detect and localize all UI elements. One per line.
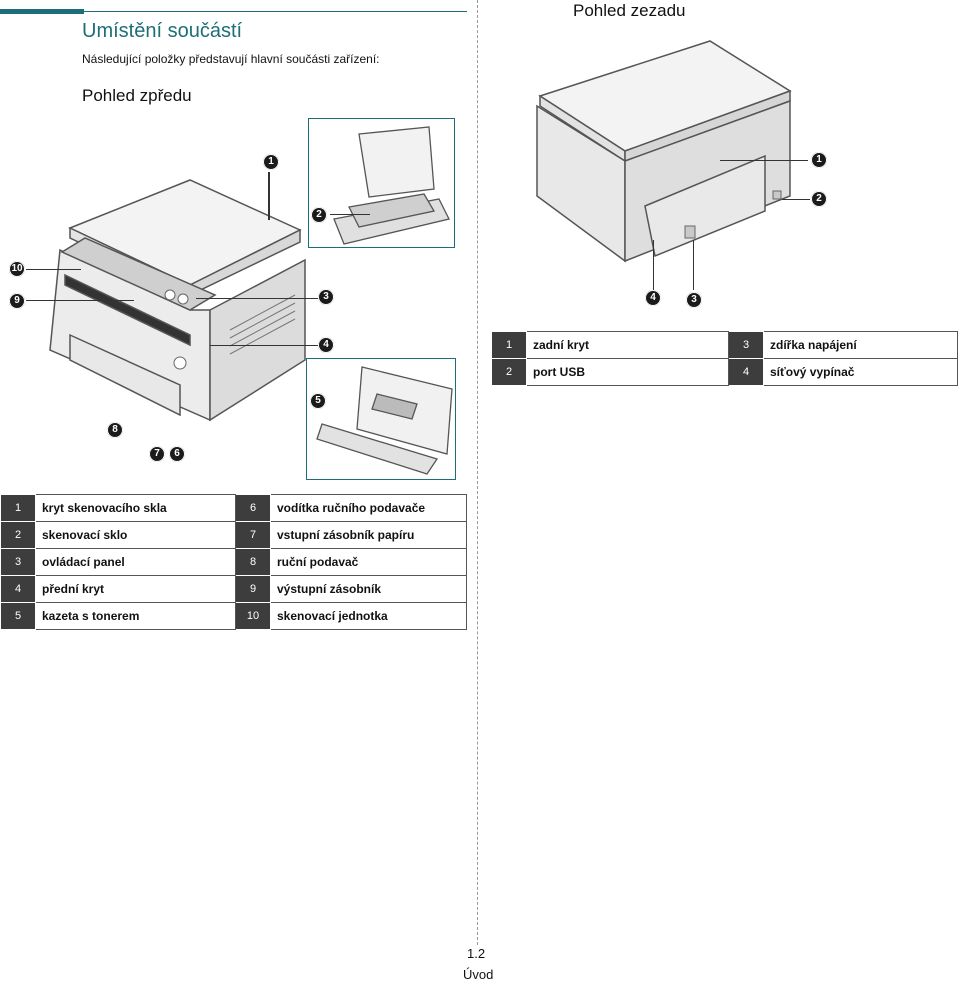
legend-number: 1 — [0, 494, 36, 522]
legend-number: 3 — [0, 548, 36, 576]
front-printer-illustration — [49, 179, 306, 422]
table-row: 1 zadní kryt 3 zdířka napájení — [491, 331, 958, 359]
legend-label: vstupní zásobník papíru — [270, 521, 467, 549]
callout-line — [653, 240, 654, 290]
inset-toner-cartridge — [306, 358, 456, 480]
rear-printer-illustration — [536, 40, 792, 263]
table-row: 3 ovládací panel 8 ruční podavač — [0, 548, 467, 576]
rear-legend-table: 1 zadní kryt 3 zdířka napájení 2 port US… — [491, 331, 958, 386]
intro-text: Následující položky představují hlavní s… — [82, 52, 380, 66]
marker-badge: 1 — [263, 154, 279, 170]
inset-scanner-glass — [308, 118, 455, 248]
table-row: 2 skenovací sklo 7 vstupní zásobník papí… — [0, 521, 467, 549]
rear-view-heading: Pohled zezadu — [573, 1, 686, 20]
marker-badge: 3 — [318, 289, 334, 305]
legend-number: 10 — [235, 602, 271, 630]
legend-label: ruční podavač — [270, 548, 467, 576]
callout-line — [720, 160, 808, 161]
legend-label: skenovací jednotka — [270, 602, 467, 630]
table-row: 5 kazeta s tonerem 10 skenovací jednotka — [0, 602, 467, 630]
section-name: Úvod — [463, 967, 494, 982]
legend-label: přední kryt — [35, 575, 236, 603]
marker-badge: 4 — [645, 290, 661, 306]
callout-line — [26, 300, 134, 301]
page-title: Umístění součástí — [82, 20, 243, 42]
marker-badge: 3 — [686, 292, 702, 308]
front-view-heading: Pohled zpředu — [82, 86, 192, 105]
header-rule — [84, 11, 467, 12]
callout-line — [26, 269, 81, 270]
legend-number: 3 — [728, 331, 764, 359]
marker-badge: 7 — [149, 446, 165, 462]
legend-label: skenovací sklo — [35, 521, 236, 549]
callout-line — [782, 199, 810, 200]
legend-label: zdířka napájení — [763, 331, 958, 359]
header-accent-bar — [0, 9, 84, 14]
legend-label: kryt skenovacího skla — [35, 494, 236, 522]
legend-label: port USB — [526, 358, 729, 386]
marker-badge: 4 — [318, 337, 334, 353]
marker-badge: 6 — [169, 446, 185, 462]
legend-number: 8 — [235, 548, 271, 576]
marker-badge: 2 — [311, 207, 327, 223]
page-number: 1.2 — [467, 946, 486, 961]
table-row: 1 kryt skenovacího skla 6 vodítka ručníh… — [0, 494, 467, 522]
marker-badge: 9 — [9, 293, 25, 309]
legend-label: ovládací panel — [35, 548, 236, 576]
front-legend-table: 1 kryt skenovacího skla 6 vodítka ručníh… — [0, 494, 467, 630]
legend-number: 9 — [235, 575, 271, 603]
marker-badge: 2 — [811, 191, 827, 207]
legend-label: vodítka ručního podavače — [270, 494, 467, 522]
legend-label: zadní kryt — [526, 331, 729, 359]
legend-number: 4 — [0, 575, 36, 603]
marker-badge: 1 — [811, 152, 827, 168]
column-divider — [477, 0, 478, 945]
legend-number: 2 — [491, 358, 527, 386]
legend-label: výstupní zásobník — [270, 575, 467, 603]
legend-number: 7 — [235, 521, 271, 549]
legend-number: 6 — [235, 494, 271, 522]
legend-number: 5 — [0, 602, 36, 630]
legend-number: 2 — [0, 521, 36, 549]
callout-line — [268, 172, 270, 220]
marker-badge: 8 — [107, 422, 123, 438]
marker-badge: 5 — [310, 393, 326, 409]
legend-label: kazeta s tonerem — [35, 602, 236, 630]
marker-badge: 10 — [9, 261, 25, 277]
callout-line — [196, 298, 318, 299]
legend-label: síťový vypínač — [763, 358, 958, 386]
callout-line — [210, 345, 318, 346]
table-row: 4 přední kryt 9 výstupní zásobník — [0, 575, 467, 603]
legend-number: 4 — [728, 358, 764, 386]
callout-line — [330, 214, 370, 215]
legend-number: 1 — [491, 331, 527, 359]
callout-line — [693, 240, 694, 290]
table-row: 2 port USB 4 síťový vypínač — [491, 358, 958, 386]
